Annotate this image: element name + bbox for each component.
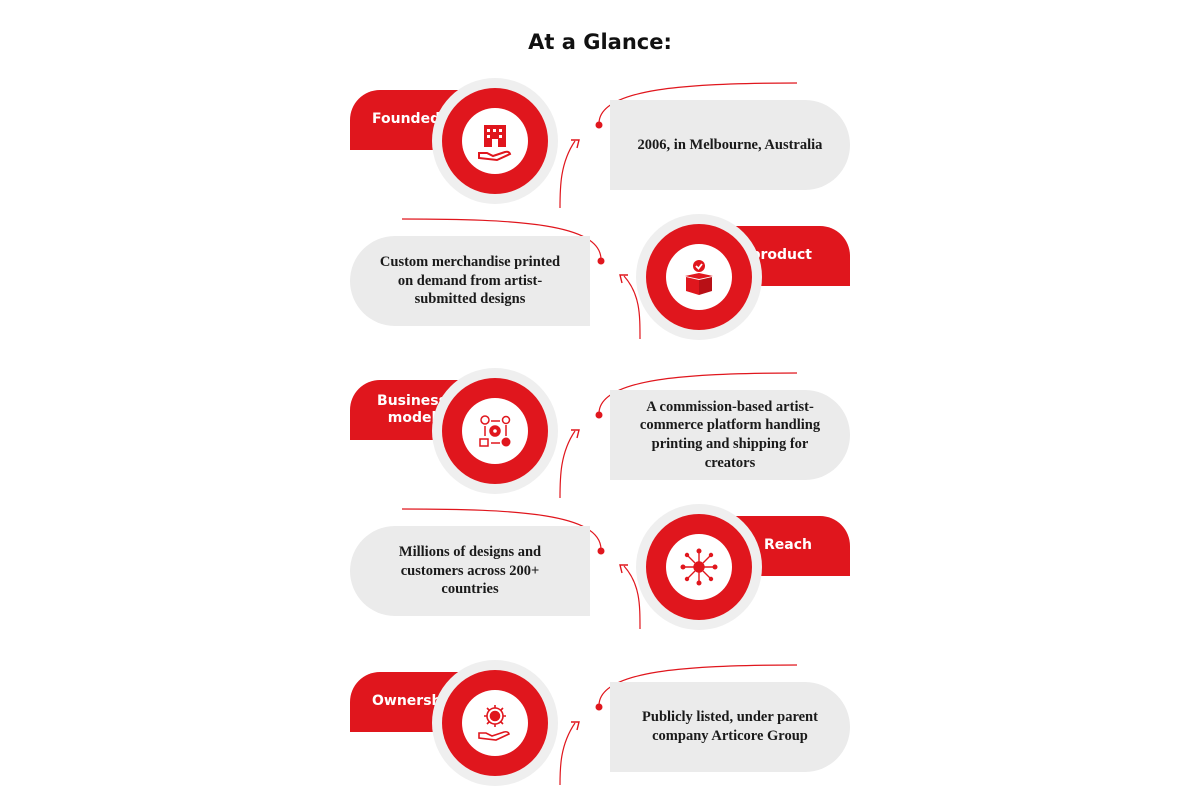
process-cycle-icon xyxy=(462,398,528,464)
connector-arrow xyxy=(559,372,798,499)
hand-gear-icon xyxy=(462,690,528,756)
connector-arrow xyxy=(559,664,798,786)
building-hand-icon xyxy=(462,108,528,174)
info-row-founded: Founded 2006, in Melbourne, Australia xyxy=(0,78,1200,209)
info-box: Custom merchandise printed on demand fro… xyxy=(350,236,590,326)
info-row-reach: Reach Millions of designs and customers … xyxy=(0,504,1200,634)
network-people-icon xyxy=(666,534,732,600)
info-box: Millions of designs and customers across… xyxy=(350,526,590,616)
info-row-ownership: Ownership Publicly listed, under parent … xyxy=(0,660,1200,790)
info-box: Publicly listed, under parent company Ar… xyxy=(610,682,850,772)
label-text: Reach xyxy=(764,537,812,554)
label-text: Founded xyxy=(372,111,441,128)
connector-arrow xyxy=(401,218,641,340)
page-title: At a Glance: xyxy=(528,30,672,54)
open-box-check-icon xyxy=(666,244,732,310)
connector-arrow xyxy=(559,82,798,209)
label-text: Business model xyxy=(377,392,447,427)
connector-arrow xyxy=(401,508,641,630)
info-row-core-product: Core product Custom merchandise printed … xyxy=(0,214,1200,344)
info-row-business-model: Business model A commission-based artist… xyxy=(0,368,1200,499)
info-box: A commission-based artist-commerce platf… xyxy=(610,390,850,480)
info-box: 2006, in Melbourne, Australia xyxy=(610,100,850,190)
